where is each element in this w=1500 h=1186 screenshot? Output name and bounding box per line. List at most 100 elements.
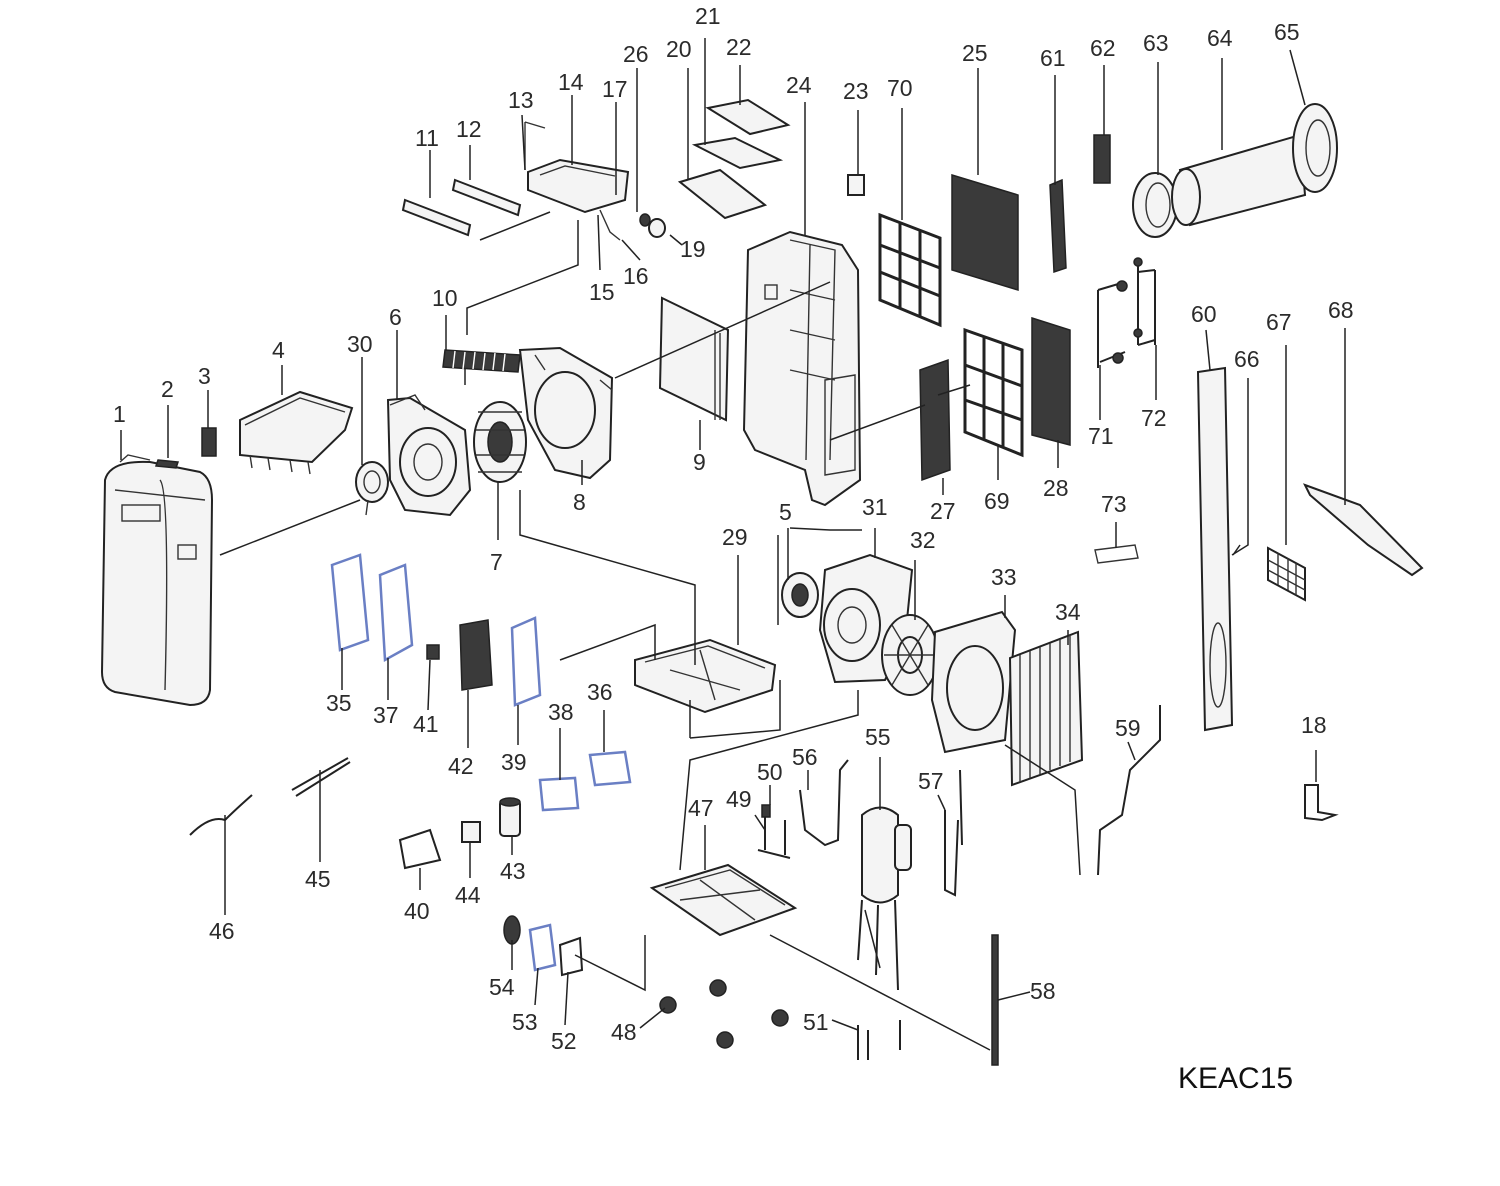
part-label-33: 33 (991, 564, 1017, 590)
part-44-relay (461, 821, 481, 843)
part-label-6: 6 (389, 304, 402, 330)
part-label-41: 41 (413, 711, 439, 737)
part-label-28: 28 (1043, 475, 1069, 501)
part-label-65: 65 (1274, 19, 1300, 45)
part-4-top-cover (239, 390, 354, 475)
part-1-front-panel (100, 454, 214, 707)
part-number-labels: 1 2 3 4 5 6 7 8 9 10 11 12 13 14 15 16 1… (113, 3, 1354, 1095)
part-20-plate (677, 168, 768, 220)
part-label-22: 22 (726, 34, 752, 60)
part-11-strip (401, 198, 472, 237)
part-57-pipe (944, 769, 963, 897)
part-42-pcb (459, 619, 493, 691)
part-label-4: 4 (272, 337, 285, 363)
part-8-scroll-housing (518, 346, 614, 480)
part-69-filter (963, 327, 1024, 458)
part-label-42: 42 (448, 753, 474, 779)
part-34-condenser (1008, 630, 1084, 787)
part-63-ring (1132, 172, 1178, 238)
part-49-50-valves (757, 804, 791, 859)
part-label-32: 32 (910, 527, 936, 553)
part-label-39: 39 (501, 749, 527, 775)
part-3-button-plate (201, 427, 217, 457)
part-label-1: 1 (113, 401, 126, 427)
part-5-motor (781, 572, 819, 618)
part-64-hose (1171, 133, 1307, 227)
part-label-5: 5 (779, 499, 792, 525)
part-25-back-grille (951, 173, 1019, 292)
part-28-grille (1031, 316, 1071, 446)
part-label-17: 17 (602, 76, 628, 102)
part-label-49: 49 (726, 786, 752, 812)
part-label-62: 62 (1090, 35, 1116, 61)
part-59-pipe (1097, 705, 1161, 876)
part-label-27: 27 (930, 498, 956, 524)
part-39-gasket (510, 616, 542, 707)
part-label-68: 68 (1328, 297, 1354, 323)
part-label-8: 8 (573, 489, 586, 515)
part-54-pulley (503, 915, 521, 945)
part-label-55: 55 (865, 724, 891, 750)
part-label-52: 52 (551, 1028, 577, 1054)
part-41-switch (426, 644, 440, 660)
part-47-base (649, 863, 798, 937)
part-label-38: 38 (548, 699, 574, 725)
part-label-2: 2 (161, 376, 174, 402)
part-label-19: 19 (680, 236, 706, 262)
part-68-flap (1302, 483, 1424, 577)
part-36-bracket (588, 750, 632, 787)
part-label-13: 13 (508, 87, 534, 113)
part-label-35: 35 (326, 690, 352, 716)
part-label-40: 40 (404, 898, 430, 924)
part-label-67: 67 (1266, 309, 1292, 335)
part-label-63: 63 (1143, 30, 1169, 56)
part-label-69: 69 (984, 488, 1010, 514)
part-label-16: 16 (623, 263, 649, 289)
part-label-57: 57 (918, 768, 944, 794)
part-label-20: 20 (666, 36, 692, 62)
part-label-10: 10 (432, 285, 458, 311)
part-19-knob (639, 213, 666, 238)
part-label-37: 37 (373, 702, 399, 728)
part-53-pump (528, 923, 557, 972)
part-label-71: 71 (1088, 423, 1114, 449)
part-label-59: 59 (1115, 715, 1141, 741)
part-43-capacitor (499, 797, 521, 837)
part-label-14: 14 (558, 69, 584, 95)
part-label-26: 26 (623, 41, 649, 67)
part-70-filter (878, 212, 942, 328)
part-label-36: 36 (587, 679, 613, 705)
part-label-54: 54 (489, 974, 515, 1000)
part-label-66: 66 (1234, 346, 1260, 372)
part-37-gasket (378, 563, 414, 663)
part-45-rods (291, 757, 351, 797)
part-label-47: 47 (688, 795, 714, 821)
part-58-rod (991, 934, 999, 1066)
part-label-56: 56 (792, 744, 818, 770)
part-40-cover (398, 828, 442, 870)
part-drawings (100, 98, 1424, 1066)
part-label-29: 29 (722, 524, 748, 550)
part-62-control (1093, 134, 1111, 184)
leader-lines (120, 38, 1346, 1051)
part-46-power-cord (189, 794, 253, 836)
part-9-evaporator (658, 296, 730, 422)
part-7-fan-wheel (473, 401, 527, 483)
part-label-45: 45 (305, 866, 331, 892)
part-2-sticker (154, 459, 180, 469)
part-label-64: 64 (1207, 25, 1233, 51)
model-label: KEAC15 (1178, 1062, 1293, 1095)
part-52-bracket (558, 936, 584, 977)
part-label-43: 43 (500, 858, 526, 884)
part-32-fan (881, 614, 939, 696)
part-label-72: 72 (1141, 405, 1167, 431)
part-label-25: 25 (962, 40, 988, 66)
part-51-fittings (857, 1020, 901, 1060)
part-label-21: 21 (695, 3, 721, 29)
part-21-plate (691, 136, 784, 170)
part-label-12: 12 (456, 116, 482, 142)
part-29-base-tray (634, 638, 777, 714)
part-label-3: 3 (198, 363, 211, 389)
part-23-clip (847, 174, 865, 196)
